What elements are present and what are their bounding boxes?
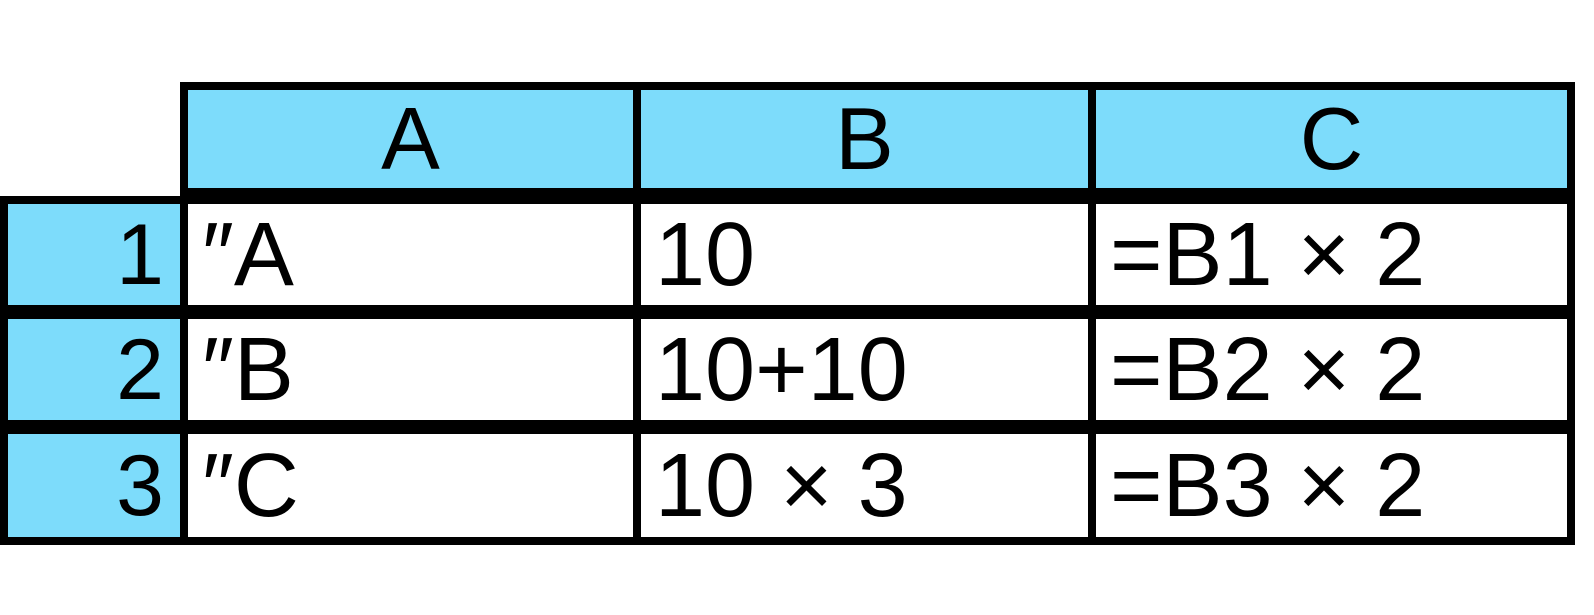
row-header-1[interactable]: 1 — [0, 196, 188, 313]
cell-a1[interactable]: ″A — [180, 196, 641, 313]
row-header-3[interactable]: 3 — [0, 426, 188, 545]
cell-b3[interactable]: 10 × 3 — [633, 426, 1096, 545]
cell-b1[interactable]: 10 — [633, 196, 1096, 313]
cell-a3[interactable]: ″C — [180, 426, 641, 545]
cell-c3[interactable]: =B3 × 2 — [1088, 426, 1575, 545]
column-header-b[interactable]: B — [633, 82, 1096, 196]
row-header-2[interactable]: 2 — [0, 311, 188, 428]
cell-b2[interactable]: 10+10 — [633, 311, 1096, 428]
cell-c2[interactable]: =B2 × 2 — [1088, 311, 1575, 428]
cell-c1[interactable]: =B1 × 2 — [1088, 196, 1575, 313]
column-header-c[interactable]: C — [1088, 82, 1575, 196]
cell-a2[interactable]: ″B — [180, 311, 641, 428]
column-header-a[interactable]: A — [180, 82, 641, 196]
